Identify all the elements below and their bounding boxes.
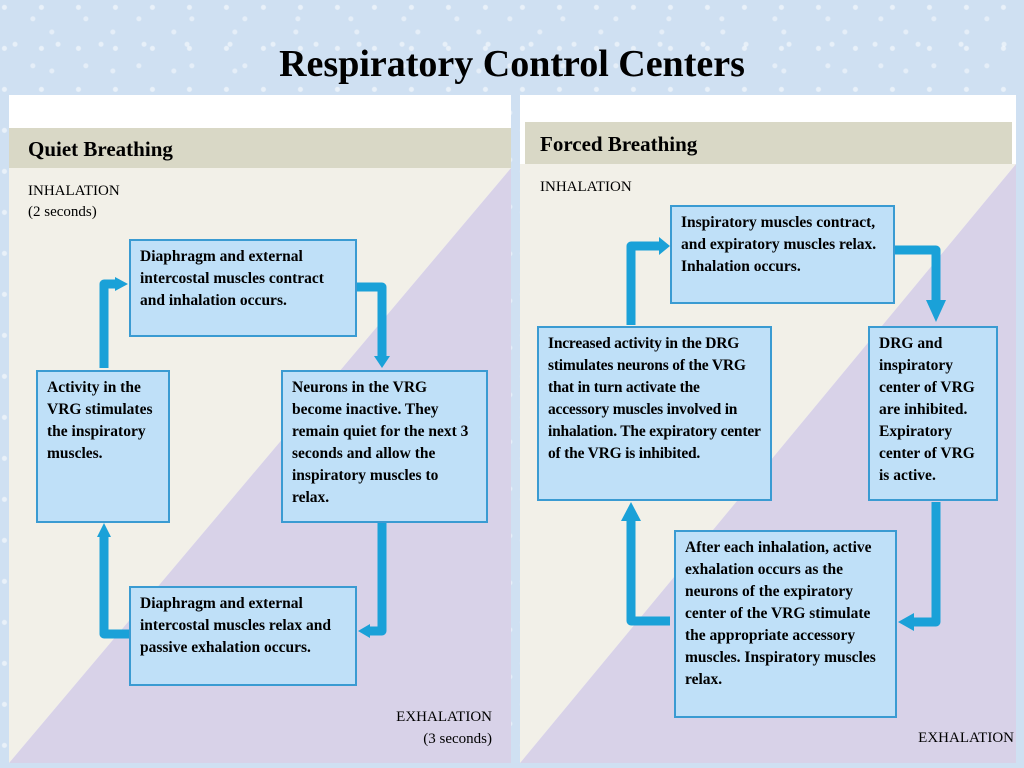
page-title: Respiratory Control Centers — [279, 43, 745, 85]
forced-box-increased-activity: Increased activity in the DRG stimulates… — [537, 326, 772, 501]
forced-box-inhalation: Inspiratory muscles contract, and expira… — [670, 205, 895, 304]
quiet-box-relax: Diaphragm and external intercostal muscl… — [129, 586, 357, 686]
forced-breathing-panel: Forced Breathing INHALATION EXHALATION I… — [520, 95, 1016, 763]
forced-inhalation-label: INHALATION — [540, 179, 632, 195]
quiet-inhalation-duration: (2 seconds) — [28, 204, 97, 220]
forced-header: Forced Breathing — [525, 122, 1012, 164]
quiet-exhalation-label: EXHALATION — [396, 709, 492, 725]
quiet-inhalation-label: INHALATION — [28, 183, 120, 199]
quiet-box-contract: Diaphragm and external intercostal muscl… — [129, 239, 357, 337]
quiet-box-vrg-active: Activity in the VRG stimulates the inspi… — [36, 370, 170, 523]
quiet-header: Quiet Breathing — [9, 128, 511, 168]
forced-header-text: Forced Breathing — [540, 132, 698, 156]
quiet-exhalation-duration: (3 seconds) — [423, 731, 492, 747]
quiet-box-vrg-inactive: Neurons in the VRG become inactive. They… — [281, 370, 488, 523]
quiet-breathing-panel: Quiet Breathing INHALATION (2 seconds) E… — [9, 95, 511, 763]
forced-box-drg-inhibited: DRG and inspiratory center of VRG are in… — [868, 326, 998, 501]
forced-exhalation-label: EXHALATION — [918, 730, 1014, 746]
forced-box-active-exhalation: After each inhalation, active exhalation… — [674, 530, 897, 718]
quiet-header-text: Quiet Breathing — [28, 137, 173, 161]
